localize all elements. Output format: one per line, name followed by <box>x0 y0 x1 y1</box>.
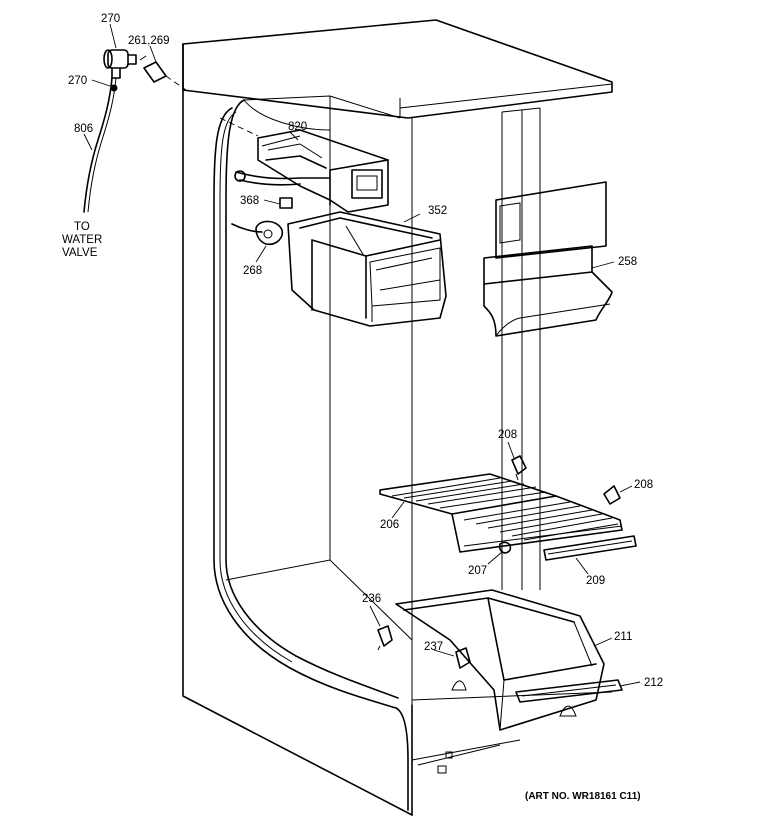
label-236: 236 <box>362 593 381 605</box>
cabinet-shell <box>182 19 613 816</box>
label-to: TO <box>74 221 90 233</box>
label-212: 212 <box>644 677 663 689</box>
label-820: 820 <box>288 121 307 133</box>
label-208-right: 208 <box>634 479 653 491</box>
wire-shelf <box>379 473 623 553</box>
leader-lines <box>83 23 641 687</box>
bracket-268 <box>231 220 284 246</box>
label-270-top: 270 <box>101 13 120 25</box>
label-209: 209 <box>586 575 605 587</box>
label-268: 268 <box>243 265 262 277</box>
shelf-supports <box>498 455 621 554</box>
control-housing <box>483 181 613 337</box>
bin-trim-212 <box>515 679 623 703</box>
bin-clips <box>377 625 471 669</box>
label-352: 352 <box>428 205 447 217</box>
label-valve: VALVE <box>62 247 98 259</box>
water-supply-line <box>83 49 187 213</box>
label-208-left: 208 <box>498 429 517 441</box>
label-207: 207 <box>468 565 487 577</box>
label-806: 806 <box>74 123 93 135</box>
label-water: WATER <box>62 234 102 246</box>
label-211: 211 <box>614 631 632 643</box>
label-206: 206 <box>380 519 399 531</box>
ice-bucket <box>287 211 447 327</box>
art-number: (ART NO. WR18161 C11) <box>525 791 641 802</box>
label-237: 237 <box>424 641 443 653</box>
crisper-bin <box>395 589 605 731</box>
label-270-nut: 270 <box>68 75 87 87</box>
label-368: 368 <box>240 195 259 207</box>
label-261-269: 261,269 <box>128 35 170 47</box>
part-labels: 270 261,269 270 806 TO WATER VALVE 820 3… <box>62 13 663 802</box>
ice-maker <box>219 117 389 213</box>
label-258: 258 <box>618 256 637 268</box>
shelf-trim-209 <box>543 535 637 561</box>
